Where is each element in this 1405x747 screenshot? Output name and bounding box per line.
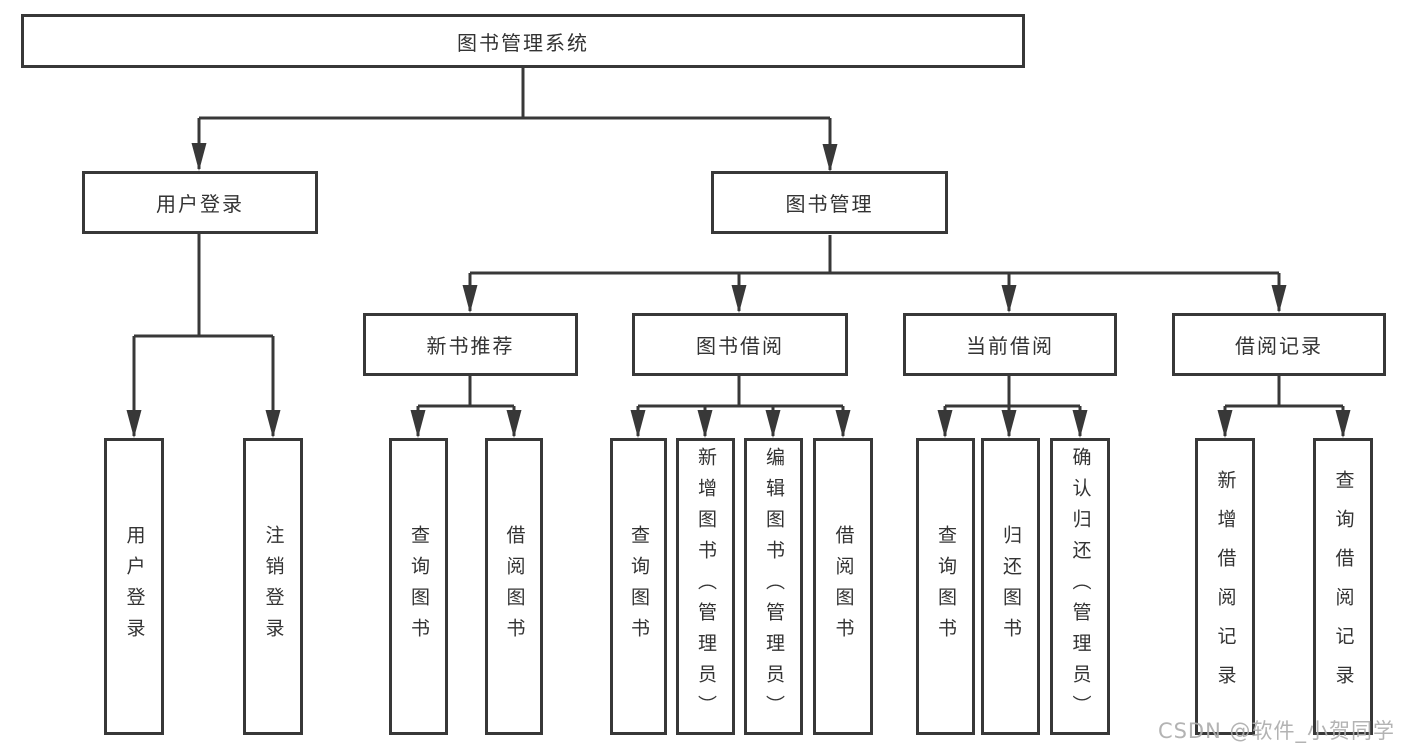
csdn-watermark: CSDN @软件_小贺同学 (1157, 719, 1395, 743)
leaf-edit-book-admin: 编辑图书（管理员） (744, 438, 803, 735)
node-current-borrow: 当前借阅 (903, 313, 1117, 376)
node-new-book-recommend: 新书推荐 (363, 313, 578, 376)
leaf-query-book-recommend: 查询图书 (389, 438, 448, 735)
leaf-borrow-book-recommend: 借阅图书 (485, 438, 543, 735)
leaf-return-book: 归还图书 (981, 438, 1040, 735)
connector-current-borrow (937, 376, 1088, 438)
leaf-confirm-return-admin: 确认归还（管理员） (1050, 438, 1110, 735)
connector-book-borrow (630, 376, 851, 438)
node-system-root: 图书管理系统 (21, 14, 1025, 68)
connector-root (191, 68, 838, 172)
leaf-logout: 注销登录 (243, 438, 303, 735)
connector-new-book-recommend (410, 376, 522, 438)
connector-borrow-record (1217, 376, 1351, 438)
leaf-query-borrow-record: 查询借阅记录 (1313, 438, 1373, 735)
node-user-login: 用户登录 (82, 171, 318, 234)
leaf-query-book-borrow: 查询图书 (610, 438, 667, 735)
connector-book-management (462, 235, 1287, 313)
leaf-add-book-admin: 新增图书（管理员） (676, 438, 735, 735)
leaf-add-borrow-record: 新增借阅记录 (1195, 438, 1255, 735)
node-book-borrow: 图书借阅 (632, 313, 848, 376)
leaf-borrow-book: 借阅图书 (813, 438, 873, 735)
leaf-query-book-current: 查询图书 (916, 438, 975, 735)
node-book-management: 图书管理 (711, 171, 948, 234)
leaf-user-login: 用户登录 (104, 438, 164, 735)
node-borrow-record: 借阅记录 (1172, 313, 1386, 376)
connector-user-login (126, 233, 281, 438)
